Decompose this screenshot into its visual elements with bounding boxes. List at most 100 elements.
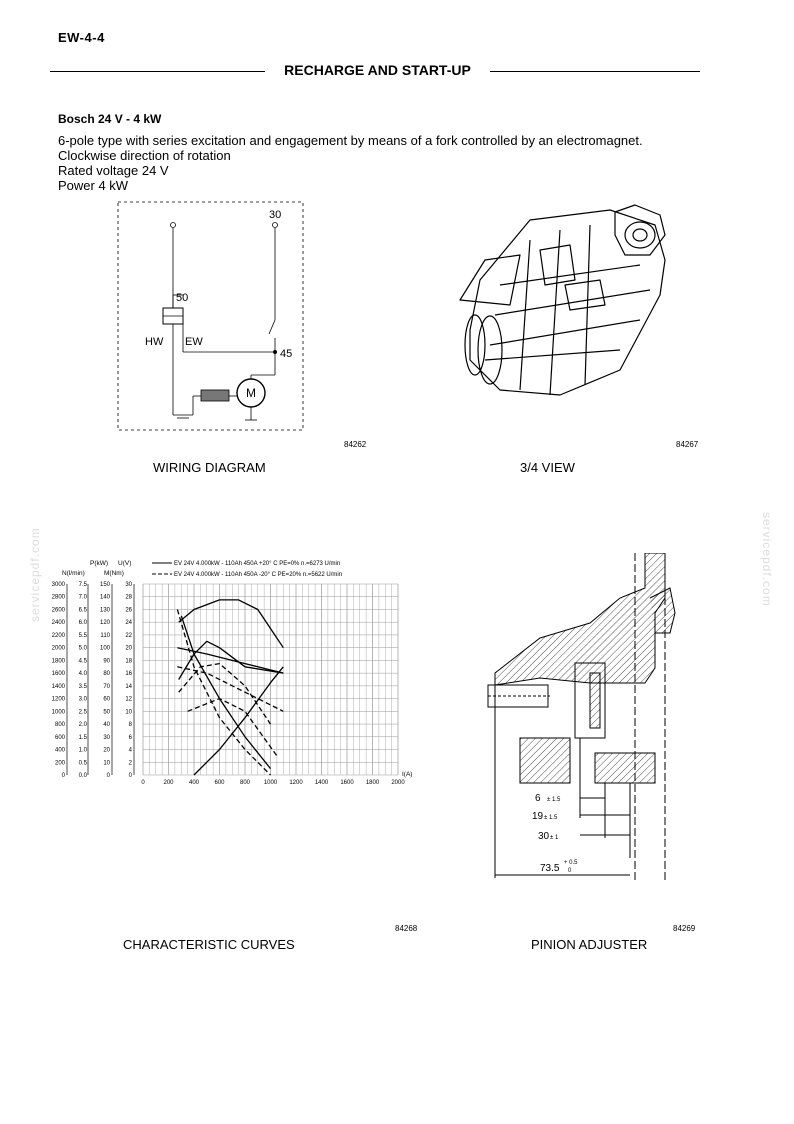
label-50: 50 — [176, 292, 188, 304]
curve-2 — [177, 647, 284, 674]
axis-label-p: P(kW) — [90, 560, 108, 567]
tick-n: 0 — [62, 773, 66, 779]
tick-n: 2800 — [52, 595, 66, 601]
dim-73-5-tol-up: + 0.5 — [564, 860, 578, 866]
label-ew: EW — [185, 336, 203, 348]
dim-6: 6 — [535, 793, 541, 804]
tick-n: 1000 — [52, 709, 66, 715]
tick-u: 16 — [125, 671, 132, 677]
wiring-frame — [117, 201, 304, 431]
tick-m: 3.5 — [79, 684, 88, 690]
tick-u: 22 — [125, 633, 132, 639]
tick-n: 2400 — [52, 620, 66, 626]
tick-x: 400 — [189, 780, 200, 786]
tick-m: 4.5 — [79, 658, 88, 664]
tick-p: 140 — [100, 595, 111, 601]
chart-curves — [176, 599, 284, 776]
dim-19: 19 — [532, 811, 544, 822]
tick-u: 10 — [125, 709, 132, 715]
tick-p: 30 — [103, 735, 110, 741]
axis-label-i: I(A) — [402, 771, 412, 778]
field-winding-icon — [200, 389, 230, 402]
header-rule-left — [50, 71, 265, 72]
tick-n: 2000 — [52, 646, 66, 652]
dim-30: 30 — [538, 831, 550, 842]
tick-n: 800 — [55, 722, 66, 728]
curve-7 — [177, 666, 284, 712]
axis-label-u: U(V) — [118, 560, 131, 567]
tick-n: 400 — [55, 748, 66, 754]
tick-m: 0.0 — [79, 773, 88, 779]
tick-m: 2.5 — [79, 709, 88, 715]
tick-u: 8 — [129, 722, 133, 728]
tick-m: 6.0 — [79, 620, 88, 626]
dim-19-tol: ± 1.5 — [544, 815, 558, 821]
curves-fig-code: 84268 — [395, 924, 418, 933]
chart-axes: 0200400600800100012001400160018002000220… — [52, 582, 406, 786]
label-30: 30 — [269, 209, 281, 221]
description-line-4: Power 4 kW — [58, 178, 129, 193]
tick-u: 6 — [129, 735, 133, 741]
dim-30-tol: ± 1 — [550, 835, 559, 841]
tick-n: 3000 — [52, 582, 66, 588]
tick-u: 12 — [125, 697, 132, 703]
tick-u: 28 — [125, 595, 132, 601]
axis-label-n: N(l/min) — [62, 570, 85, 577]
starter-body-outline — [469, 209, 666, 396]
tick-u: 24 — [125, 620, 132, 626]
tick-u: 0 — [129, 773, 133, 779]
tick-m: 4.0 — [79, 671, 88, 677]
tick-u: 20 — [125, 646, 132, 652]
tick-p: 150 — [100, 582, 111, 588]
pinion-fig-code: 84269 — [673, 924, 696, 933]
tick-p: 60 — [103, 697, 110, 703]
tick-p: 50 — [103, 709, 110, 715]
solenoid-end-cap — [459, 254, 521, 306]
tick-m: 1.5 — [79, 735, 88, 741]
tick-u: 2 — [129, 760, 133, 766]
tick-n: 2200 — [52, 633, 66, 639]
tick-n: 1600 — [52, 671, 66, 677]
view-fig-code: 84267 — [676, 440, 699, 449]
tick-m: 5.5 — [79, 633, 88, 639]
section-title: RECHARGE AND START-UP — [284, 62, 471, 78]
watermark-right: servicepdf.com — [760, 512, 774, 607]
wiring-fig-code: 84262 — [344, 440, 367, 449]
description-line-1: 6-pole type with series excitation and e… — [58, 133, 643, 148]
tick-n: 600 — [55, 735, 66, 741]
tick-m: 7.0 — [79, 595, 88, 601]
header-rule-right — [490, 71, 700, 72]
characteristic-curves-chart: 0200400600800100012001400160018002000220… — [52, 560, 413, 786]
tick-p: 70 — [103, 684, 110, 690]
tick-m: 3.0 — [79, 697, 88, 703]
tick-u: 18 — [125, 658, 132, 664]
wiring-caption: WIRING DIAGRAM — [153, 460, 266, 475]
tick-n: 1400 — [52, 684, 66, 690]
label-hw: HW — [145, 336, 164, 348]
tick-x: 1200 — [289, 780, 303, 786]
dim-73-5: 73.5 — [540, 863, 560, 874]
drive-housing — [614, 204, 666, 256]
tick-p: 110 — [100, 633, 110, 639]
view-caption: 3/4 VIEW — [520, 460, 575, 475]
label-45: 45 — [280, 348, 292, 360]
tick-m: 7.5 — [79, 582, 88, 588]
tick-p: 80 — [103, 671, 110, 677]
tick-x: 800 — [240, 780, 251, 786]
housing-section — [494, 553, 666, 686]
tick-p: 120 — [100, 620, 111, 626]
curve-1 — [178, 599, 284, 649]
chart-legend: EV 24V 4.000kW - 110Ah 450A +20° C PE=0%… — [62, 560, 412, 778]
model-title: Bosch 24 V - 4 kW — [58, 112, 162, 126]
tick-n: 1200 — [52, 697, 66, 703]
curve-8 — [178, 662, 272, 725]
tick-p: 40 — [103, 722, 110, 728]
tick-n: 200 — [55, 760, 66, 766]
tick-p: 100 — [100, 646, 111, 652]
terminal-30-icon — [272, 222, 278, 228]
wiring-diagram: 30 50 HW EW 45 M — [117, 201, 304, 431]
tick-p: 20 — [103, 748, 110, 754]
page-code: EW-4-4 — [58, 30, 105, 45]
tick-p: 90 — [103, 658, 110, 664]
terminal-left-icon — [170, 222, 176, 228]
